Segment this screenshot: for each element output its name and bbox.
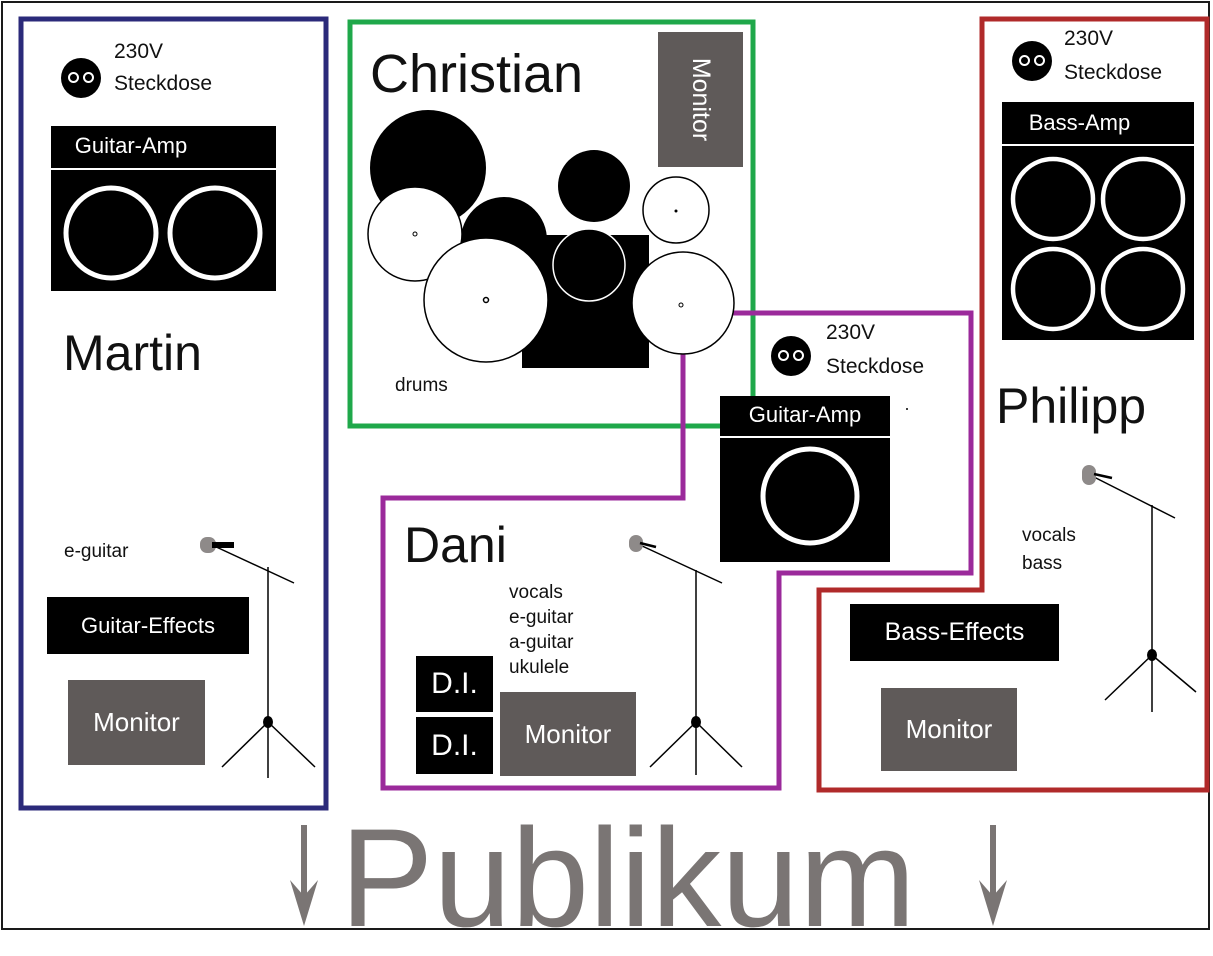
monitor-wedge: Monitor bbox=[658, 32, 743, 167]
dani-zone-outline bbox=[380, 310, 974, 791]
tom-drum-icon bbox=[552, 228, 626, 302]
speaker-cone-icon bbox=[167, 185, 263, 281]
speaker-cones bbox=[1010, 156, 1186, 332]
guitar-amp: Guitar-Amp bbox=[720, 396, 890, 562]
martin-zone-outline bbox=[18, 16, 329, 811]
instrument-label: vocals bbox=[509, 582, 563, 603]
musician-name-christian: Christian bbox=[370, 44, 584, 104]
drum-kit bbox=[367, 110, 735, 368]
hi-hat-icon bbox=[367, 186, 463, 282]
monitor-wedge: Monitor bbox=[68, 680, 205, 765]
di-box: D.I. bbox=[416, 656, 493, 712]
outlet-voltage-label: 230V bbox=[1064, 27, 1114, 50]
bass-effects-box: Bass-Effects bbox=[850, 604, 1059, 661]
speaker-cone-icon bbox=[63, 185, 159, 281]
speaker-cone-icon bbox=[1100, 246, 1186, 332]
speaker-cone-icon bbox=[1010, 246, 1096, 332]
di-box: D.I. bbox=[416, 717, 493, 774]
guitar-amp-label: Guitar-Amp bbox=[74, 133, 188, 158]
speaker-cone-icon bbox=[1010, 156, 1096, 242]
guitar-effects-box: Guitar-Effects bbox=[47, 597, 249, 654]
speaker-cones bbox=[760, 446, 860, 546]
amp-divider bbox=[51, 168, 276, 170]
instrument-list: vocals e-guitar a-guitar ukulele bbox=[509, 580, 573, 680]
monitor-wedge: Monitor bbox=[500, 692, 636, 776]
instrument-label: e-guitar bbox=[64, 541, 129, 562]
zone-outlines bbox=[18, 16, 1210, 811]
instrument-label: drums bbox=[395, 375, 448, 396]
audience-label: Publikum bbox=[340, 799, 916, 956]
floor-tom-icon bbox=[631, 251, 735, 355]
outlet-socket-label: Steckdose bbox=[114, 72, 213, 95]
philipp-zone-outline bbox=[816, 16, 1210, 793]
guitar-amp-label: Guitar-Amp bbox=[748, 402, 862, 427]
outlet-voltage-label: 230V bbox=[114, 40, 164, 63]
instrument-label: ukulele bbox=[509, 657, 570, 678]
amp-divider bbox=[720, 436, 890, 438]
instrument-label: vocals bbox=[1022, 525, 1076, 546]
musician-name-dani: Dani bbox=[404, 517, 507, 573]
speaker-cone-icon bbox=[760, 446, 860, 546]
power-outlet-icon bbox=[1012, 41, 1052, 81]
audience-arrows bbox=[290, 825, 1007, 926]
speaker-cones bbox=[63, 185, 263, 281]
power-outlet-icon bbox=[771, 336, 811, 376]
outlet-socket-label: Steckdose bbox=[826, 355, 925, 378]
instrument-label: e-guitar bbox=[509, 607, 574, 628]
outlet-socket-label: Steckdose bbox=[1064, 61, 1163, 84]
instrument-label: a-guitar bbox=[509, 632, 574, 653]
musician-name-martin: Martin bbox=[63, 325, 202, 381]
cymbal-icon bbox=[558, 150, 630, 222]
amp-divider bbox=[1002, 144, 1194, 146]
outlet-voltage-label: 230V bbox=[826, 321, 876, 344]
arrow-down-icon bbox=[979, 825, 1007, 926]
speaker-cone-icon bbox=[1100, 156, 1186, 242]
guitar-amp: Guitar-Amp bbox=[51, 126, 276, 291]
musician-name-philipp: Philipp bbox=[996, 378, 1147, 434]
snare-drum-icon bbox=[423, 237, 549, 363]
monitor-wedge: Monitor bbox=[881, 688, 1017, 771]
instrument-label: bass bbox=[1022, 553, 1063, 574]
bass-amp: Bass-Amp bbox=[1002, 102, 1194, 340]
christian-zone-outline bbox=[347, 19, 756, 429]
power-outlet-icon bbox=[61, 58, 101, 98]
bass-amp-label: Bass-Amp bbox=[1028, 110, 1131, 135]
arrow-down-icon bbox=[290, 825, 318, 926]
